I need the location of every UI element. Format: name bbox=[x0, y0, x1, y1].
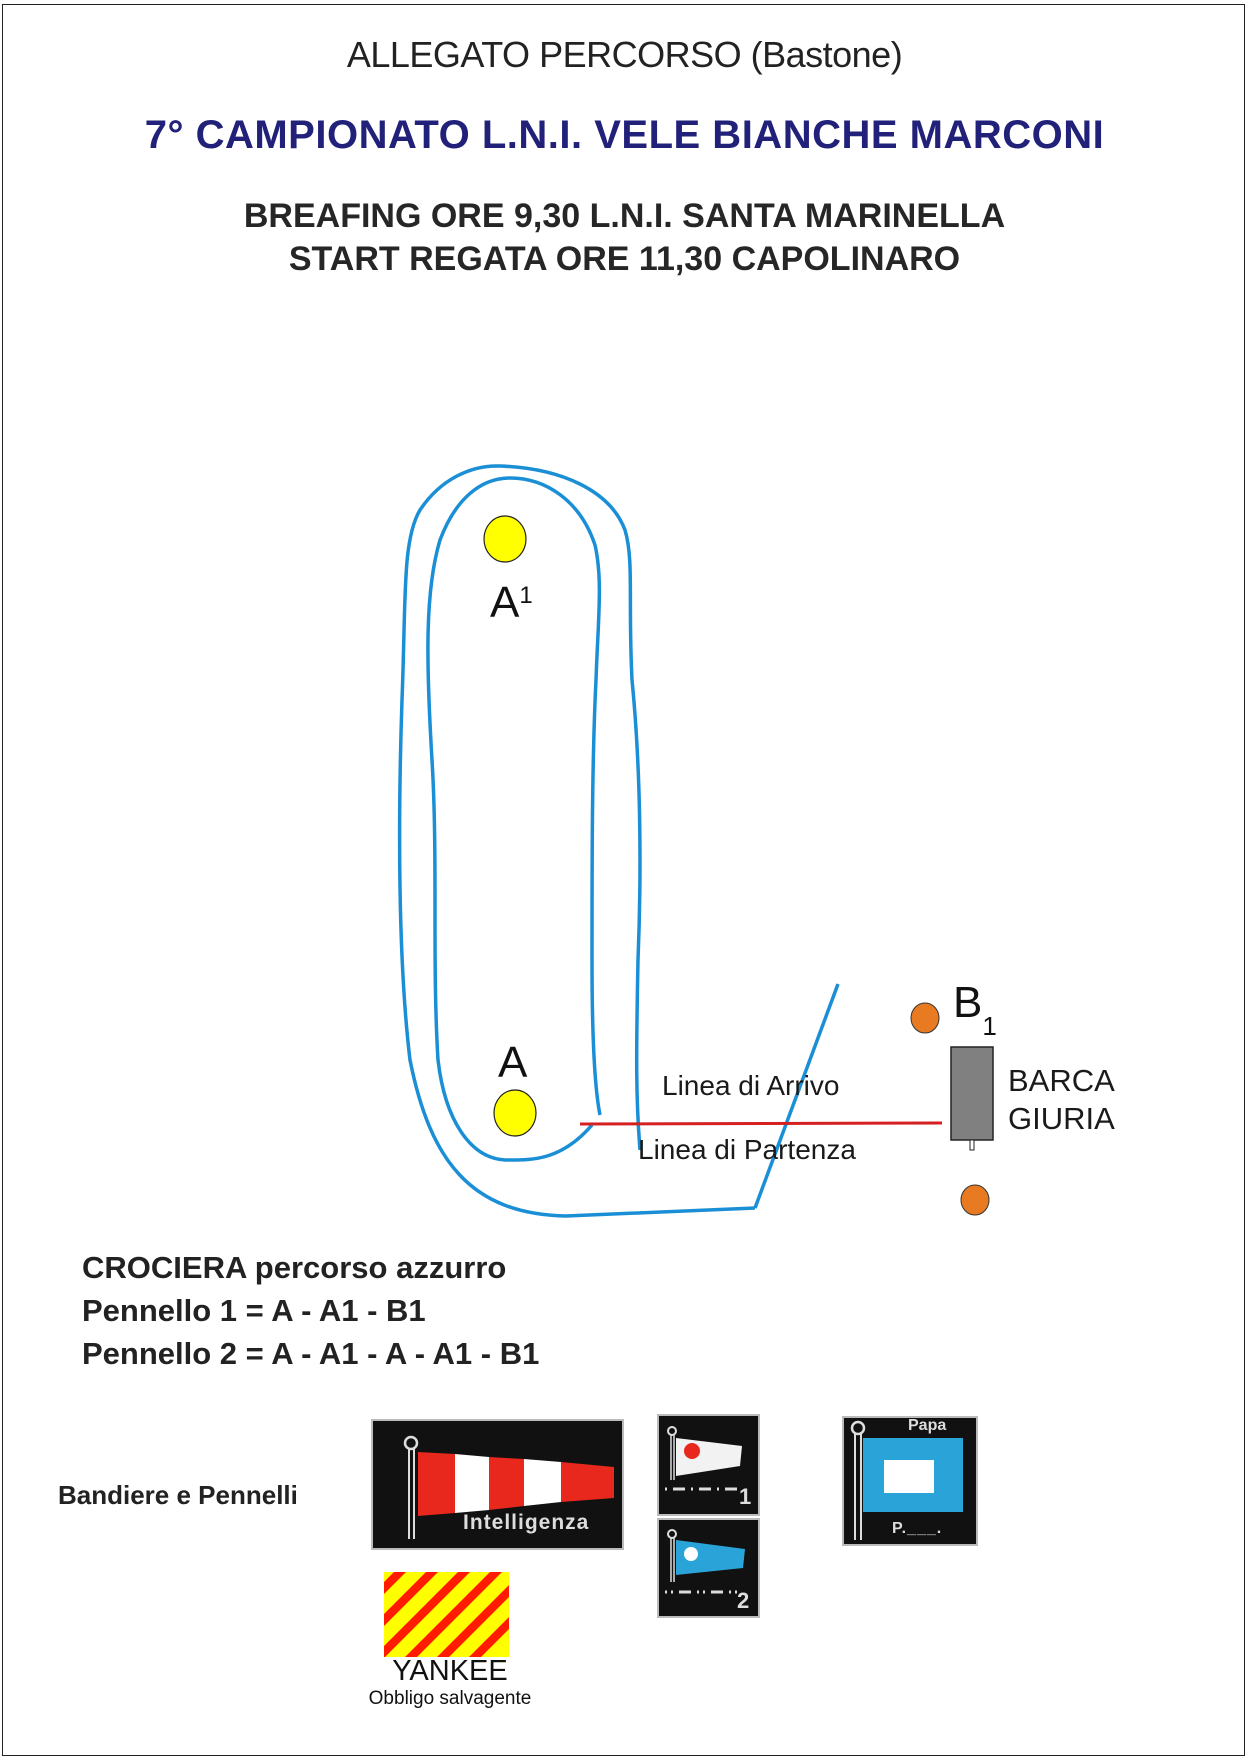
route-pennant-2: Pennello 2 = A - A1 - A - A1 - B1 bbox=[82, 1336, 540, 1371]
mark-b1-label: B1 bbox=[953, 978, 997, 1041]
start-schedule: START REGATA ORE 11,30 CAPOLINARO bbox=[288, 240, 961, 278]
committee-boat bbox=[950, 1046, 994, 1141]
committee-boat-mast bbox=[969, 1139, 975, 1151]
mark-a-buoy bbox=[493, 1089, 537, 1137]
papa-flag-icon bbox=[850, 1420, 963, 1540]
yankee-flag-icon bbox=[384, 1572, 509, 1657]
pennant-2-number: 2 bbox=[737, 1588, 750, 1613]
mark-a1-buoy bbox=[483, 515, 527, 563]
pennant-2-card: 2 bbox=[657, 1518, 760, 1618]
finish-line-label: Linea di Arrivo bbox=[662, 1070, 840, 1101]
document-heading: ALLEGATO PERCORSO (Bastone) bbox=[346, 34, 903, 75]
page-border bbox=[2, 4, 1245, 1756]
yankee-flag-note: Obbligo salvagente bbox=[368, 1688, 532, 1709]
pennant-1-icon bbox=[665, 1426, 742, 1491]
course-path-inner bbox=[426, 476, 602, 1162]
intelligenza-caption: Intelligenza bbox=[463, 1511, 590, 1534]
yankee-flag-name: YANKEE bbox=[392, 1655, 508, 1687]
cruise-heading: CROCIERA percorso azzurro bbox=[82, 1250, 507, 1285]
papa-caption: Papa bbox=[908, 1417, 947, 1434]
flags-section-label: Bandiere e Pennelli bbox=[58, 1480, 298, 1510]
course-path-finish-leg bbox=[753, 983, 840, 1209]
papa-morse: P.___. bbox=[892, 1520, 943, 1537]
course-path-outer bbox=[397, 464, 756, 1218]
intelligenza-pennant-icon bbox=[403, 1435, 614, 1539]
pennant-1-card: 1 bbox=[657, 1414, 760, 1516]
papa-flag-card: Papa P.___. bbox=[842, 1416, 978, 1546]
start-line-label: Linea di Partenza bbox=[638, 1134, 856, 1165]
briefing-schedule: BREAFING ORE 9,30 L.N.I. SANTA MARINELLA bbox=[243, 197, 1006, 235]
championship-title: 7° CAMPIONATO L.N.I. VELE BIANCHE MARCON… bbox=[144, 113, 1105, 157]
pin-buoy bbox=[960, 1184, 990, 1216]
mark-b1-buoy bbox=[910, 1002, 940, 1034]
route-pennant-1: Pennello 1 = A - A1 - B1 bbox=[82, 1293, 426, 1328]
mark-a-label: A bbox=[498, 1038, 528, 1087]
intelligenza-flag-card: Intelligenza bbox=[371, 1419, 624, 1550]
pennant-2-icon bbox=[665, 1529, 745, 1594]
mark-a1-label: A1 bbox=[490, 578, 533, 627]
start-finish-line bbox=[579, 1121, 943, 1126]
pennant-1-number: 1 bbox=[739, 1484, 752, 1509]
